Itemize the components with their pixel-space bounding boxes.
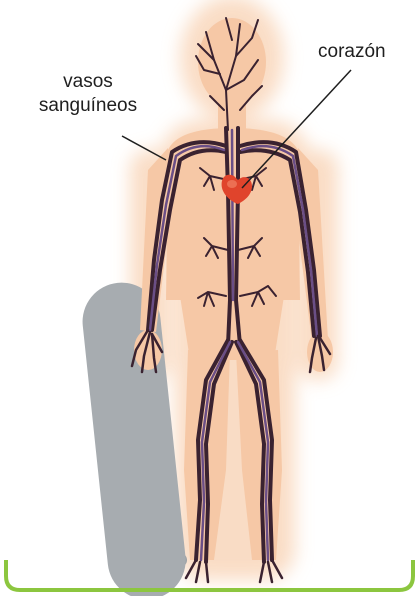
label-blood-vessels-line-2: sanguíneos <box>18 94 158 118</box>
label-heart: corazón <box>318 40 386 64</box>
label-blood-vessels-line-1: vasos <box>18 70 158 94</box>
skateboard <box>79 279 190 596</box>
label-blood-vessels: vasos sanguíneos <box>18 70 158 118</box>
